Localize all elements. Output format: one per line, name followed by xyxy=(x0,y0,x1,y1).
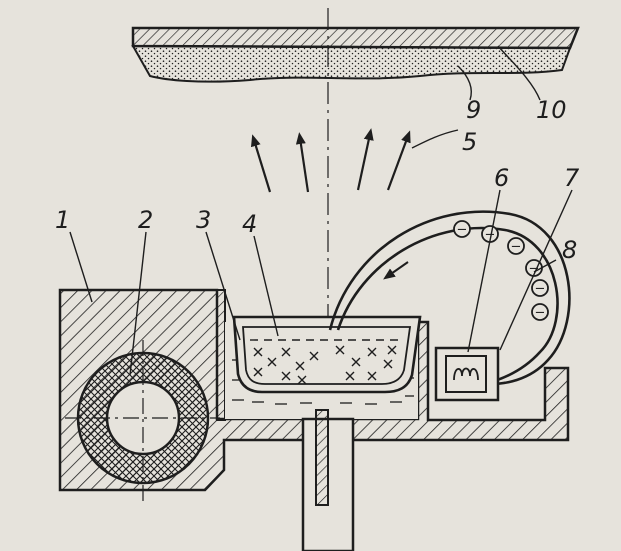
substrate-assembly xyxy=(131,26,580,83)
label-9: 9 xyxy=(466,96,481,124)
electron-charge-sign: − xyxy=(535,306,546,321)
deposited-film xyxy=(131,44,572,83)
label-5: 5 xyxy=(462,128,477,156)
label-1: 1 xyxy=(55,206,70,234)
beam-direction-arrow xyxy=(383,261,409,280)
leader-lines xyxy=(69,45,573,376)
substrate-plate xyxy=(131,26,580,50)
electron-charge-sign: − xyxy=(485,228,496,243)
melt-cross-mark xyxy=(383,359,393,369)
vapor-arrow xyxy=(356,128,374,191)
crucible-inner xyxy=(242,326,412,385)
label-10: 10 xyxy=(536,96,567,124)
label-4: 4 xyxy=(242,210,257,238)
electron-charge-sign: − xyxy=(529,262,540,277)
label-6: 6 xyxy=(494,164,509,192)
melt-cross-mark xyxy=(345,371,355,381)
melt-cross-mark xyxy=(267,357,277,367)
melt-cross-mark xyxy=(281,371,291,381)
melt-cross-mark xyxy=(335,345,345,355)
vapor-arrows xyxy=(250,128,411,193)
heating-channel xyxy=(65,340,220,505)
drain-nozzle xyxy=(301,409,355,551)
melt-material xyxy=(250,339,402,385)
melt-cross-mark xyxy=(295,361,305,371)
melt-cross-mark xyxy=(351,357,361,367)
label-7: 7 xyxy=(564,164,580,192)
electron-charge-sign: − xyxy=(535,282,546,297)
melt-cross-mark xyxy=(297,375,307,385)
cathode-filament xyxy=(445,355,487,393)
melt-cross-mark xyxy=(253,367,263,377)
electron-charge xyxy=(531,279,549,297)
electron-beam xyxy=(328,210,571,386)
vapor-arrow xyxy=(295,132,310,193)
vapor-arrow xyxy=(250,134,272,193)
melt-cross-mark xyxy=(253,347,263,357)
electron-charge-sign: − xyxy=(457,223,468,238)
crucible xyxy=(232,315,422,394)
housing-inner-wall xyxy=(216,289,226,421)
melt-cross-mark xyxy=(309,351,319,361)
electron-charges: −−−−−− xyxy=(453,220,549,321)
melt-cross-mark xyxy=(367,347,377,357)
electron-charge xyxy=(507,237,525,255)
melt-cross-mark xyxy=(281,347,291,357)
electron-charge-sign: − xyxy=(511,240,522,255)
melt-cross-mark xyxy=(387,345,397,355)
electron-gun xyxy=(434,346,500,402)
vapor-arrow xyxy=(386,130,411,191)
label-3: 3 xyxy=(196,206,211,234)
label-2: 2 xyxy=(138,206,153,234)
electron-charge xyxy=(453,220,471,238)
electron-charge xyxy=(531,303,549,321)
label-8: 8 xyxy=(562,236,577,264)
melt-cross-mark xyxy=(367,371,377,381)
